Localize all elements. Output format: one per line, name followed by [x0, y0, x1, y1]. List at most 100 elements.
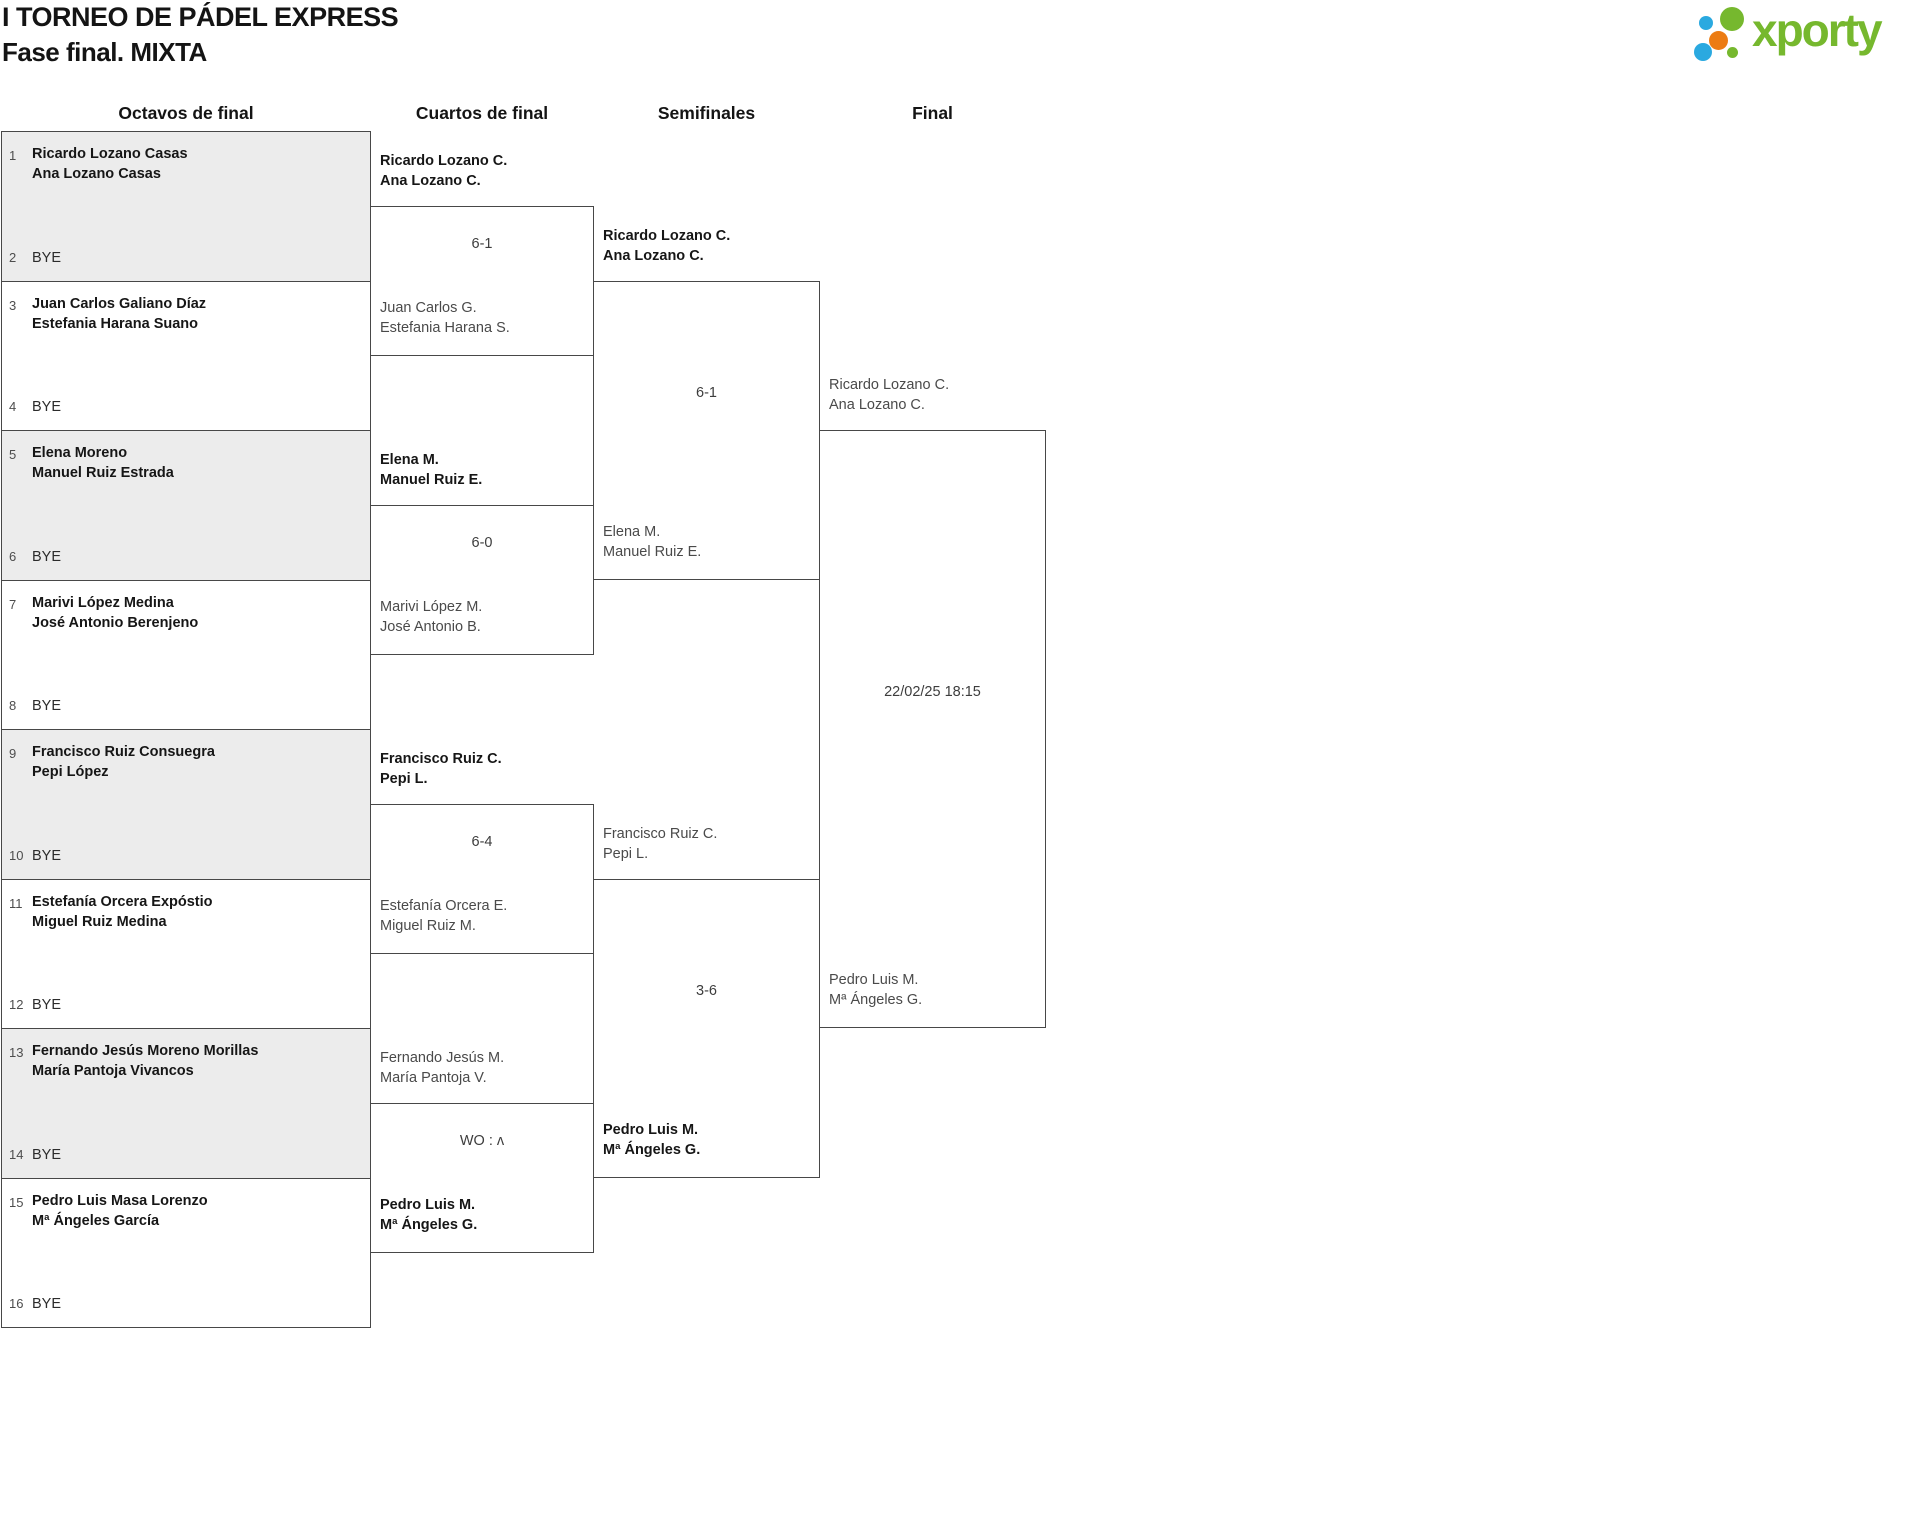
logo-dot-green-large	[1720, 7, 1744, 31]
logo-dot-green-small	[1727, 47, 1738, 58]
player-name: Miguel Ruiz M.	[380, 918, 476, 934]
player-name: Estefanía Orcera E.	[380, 898, 508, 914]
match-team-bottom: Juan Carlos G. Estefania Harana S.	[380, 298, 589, 338]
score-label: 6-4	[471, 834, 493, 850]
team-name: Marivi López Medina José Antonio Berenje…	[32, 593, 366, 633]
seed-label: 15	[9, 1195, 24, 1210]
r16-match-5: 9 Francisco Ruiz Consuegra Pepi López 10…	[1, 729, 371, 880]
match-team-bottom: Pedro Luis M. Mª Ángeles G.	[603, 1120, 815, 1160]
player-name: Fernando Jesús M.	[380, 1050, 505, 1066]
seed-label: 3	[9, 298, 17, 313]
logo-dot-blue-bottom	[1694, 43, 1712, 61]
player-name: Ana Lozano C.	[829, 397, 925, 413]
page-subtitle: Fase final. MIXTA	[2, 37, 207, 67]
player-name: Pedro Luis M.	[380, 1197, 476, 1213]
player-name: Francisco Ruiz Consuegra	[32, 744, 215, 760]
player-name: Manuel Ruiz E.	[603, 544, 702, 560]
player-name: Fernando Jesús Moreno Morillas	[32, 1043, 259, 1059]
seed-label: 2	[9, 250, 17, 265]
player-name: Miguel Ruiz Medina	[32, 914, 167, 930]
bye-label: BYE	[32, 1147, 62, 1163]
player-name: Mª Ángeles García	[32, 1213, 160, 1229]
seed-label: 14	[9, 1147, 24, 1162]
player-name: Mª Ángeles G.	[603, 1142, 701, 1158]
bye-row: 10 BYE	[9, 846, 61, 866]
final-match: Ricardo Lozano C. Ana Lozano C. 22/02/25…	[819, 377, 1046, 1028]
player-name: Ricardo Lozano C.	[603, 228, 731, 244]
r16-match-7: 13 Fernando Jesús Moreno Morillas María …	[1, 1028, 371, 1179]
player-name: Pepi López	[32, 764, 109, 780]
match-team-bottom: Pedro Luis M. Mª Ángeles G.	[829, 970, 1041, 1010]
seed-label: 5	[9, 447, 17, 462]
page-title: I TORNEO DE PÁDEL EXPRESS	[2, 2, 399, 32]
r16-match-8: 15 Pedro Luis Masa Lorenzo Mª Ángeles Ga…	[1, 1178, 371, 1328]
player-name: Pepi L.	[603, 846, 649, 862]
player-name: Pedro Luis M.	[603, 1122, 699, 1138]
player-name: Estefania Harana Suano	[32, 316, 198, 332]
seed-label: 12	[9, 997, 24, 1012]
player-name: Pedro Luis M.	[829, 972, 919, 988]
player-name: Estefanía Orcera Expóstio	[32, 894, 213, 910]
seed-label: 7	[9, 597, 17, 612]
player-name: Ana Lozano C.	[380, 173, 481, 189]
player-name: Mª Ángeles G.	[380, 1217, 478, 1233]
score-label: 6-1	[696, 385, 717, 401]
seed-label: 8	[9, 698, 17, 713]
bye-row: 14 BYE	[9, 1145, 61, 1165]
player-name: Marivi López M.	[380, 599, 483, 615]
match-team-top: Ricardo Lozano C. Ana Lozano C.	[380, 151, 589, 191]
seed-label: 16	[9, 1296, 24, 1311]
qf-match-4: Fernando Jesús M. María Pantoja V. WO : …	[370, 1050, 594, 1253]
qf-match-3: Francisco Ruiz C. Pepi L. 6-4 Estefanía …	[370, 751, 594, 954]
player-name: Mª Ángeles G.	[829, 992, 923, 1008]
player-name: Ricardo Lozano C.	[829, 377, 950, 393]
match-team-top: Francisco Ruiz C. Pepi L.	[603, 824, 815, 864]
logo-dot-blue-top	[1699, 16, 1713, 30]
player-name: Francisco Ruiz C.	[603, 826, 718, 842]
logo-dot-orange	[1709, 31, 1728, 50]
match-team-bottom: Pedro Luis M. Mª Ángeles G.	[380, 1195, 589, 1235]
match-team-bottom: Estefanía Orcera E. Miguel Ruiz M.	[380, 896, 589, 936]
score-label: 3-6	[696, 983, 717, 999]
seed-label: 13	[9, 1045, 24, 1060]
logo-wordmark: xporty	[1752, 4, 1883, 56]
seed-label: 11	[9, 896, 23, 911]
team-name: Elena Moreno Manuel Ruiz Estrada	[32, 443, 366, 483]
player-name: Elena Moreno	[32, 445, 128, 461]
round-header-final: Final	[912, 103, 953, 123]
match-datetime: 22/02/25 18:15	[884, 684, 981, 700]
team-name: Francisco Ruiz Consuegra Pepi López	[32, 742, 366, 782]
player-name: Manuel Ruiz E.	[380, 472, 483, 488]
player-name: José Antonio B.	[380, 619, 481, 635]
qf-match-1: Ricardo Lozano C. Ana Lozano C. 6-1 Juan…	[370, 153, 594, 356]
seed-label: 10	[9, 848, 24, 863]
qf-match-2: Elena M. Manuel Ruiz E. 6-0 Marivi López…	[370, 452, 594, 655]
match-team-top: Elena M. Manuel Ruiz E.	[380, 450, 589, 490]
player-name: Ricardo Lozano Casas	[32, 146, 188, 162]
score-label: WO : ʌ	[459, 1133, 505, 1149]
seed-label: 4	[9, 399, 17, 414]
player-name: Juan Carlos G.	[380, 300, 477, 316]
match-team-top: Francisco Ruiz C. Pepi L.	[380, 749, 589, 789]
team-name: Estefanía Orcera Expóstio Miguel Ruiz Me…	[32, 892, 366, 932]
player-name: Marivi López Medina	[32, 595, 174, 611]
player-name: Ana Lozano Casas	[32, 166, 161, 182]
bye-label: BYE	[32, 848, 62, 864]
seed-label: 1	[9, 148, 17, 163]
player-name: Juan Carlos Galiano Díaz	[32, 296, 207, 312]
player-name: Pepi L.	[380, 771, 428, 787]
match-team-bottom: Elena M. Manuel Ruiz E.	[603, 522, 815, 562]
player-name: Elena M.	[380, 452, 439, 468]
team-name: Ricardo Lozano Casas Ana Lozano Casas	[32, 144, 366, 184]
seed-label: 9	[9, 746, 17, 761]
r16-match-4: 7 Marivi López Medina José Antonio Beren…	[1, 580, 371, 730]
player-name: María Pantoja Vivancos	[32, 1063, 194, 1079]
player-name: Estefania Harana S.	[380, 320, 510, 336]
